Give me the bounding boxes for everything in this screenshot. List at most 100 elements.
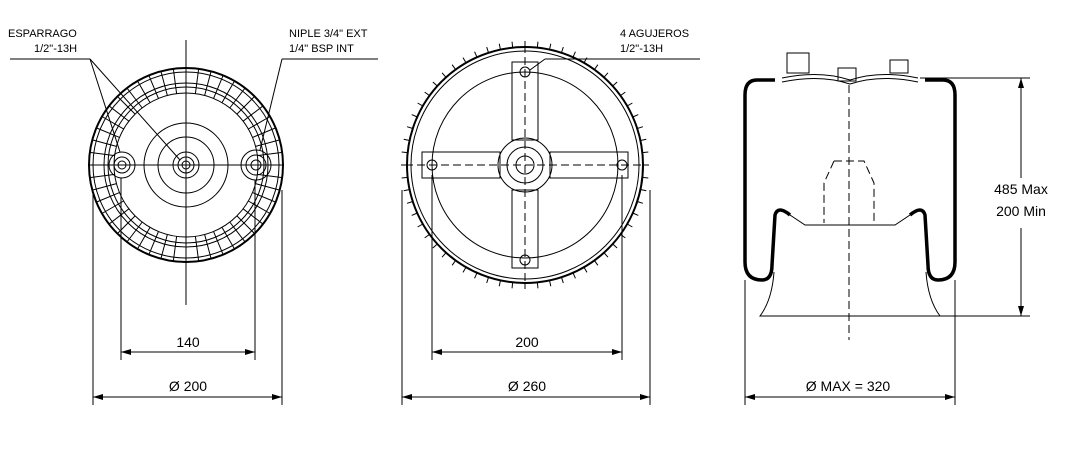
bumper-rib — [248, 116, 271, 130]
bumper-rib — [126, 221, 143, 243]
piston-tooth — [462, 57, 467, 64]
piston-tooth — [441, 252, 447, 258]
piston-tooth — [417, 102, 424, 107]
bumper-rib — [172, 68, 178, 94]
piston-tooth — [417, 223, 424, 228]
piston-tooth — [626, 102, 633, 107]
piston-tooth — [474, 272, 478, 279]
piston-tooth — [451, 260, 457, 266]
piston-tooth — [424, 233, 430, 239]
piston-tooth — [593, 64, 599, 70]
piston-tooth — [583, 266, 588, 273]
bumper-rib — [96, 192, 120, 203]
piston-tooth — [549, 280, 552, 287]
piston-tooth — [511, 282, 514, 289]
bumper-rib — [229, 87, 246, 109]
piston-tooth — [640, 189, 647, 192]
dim-top-diameter: Ø 200 — [169, 378, 207, 394]
piston-tooth — [403, 138, 410, 141]
piston-tooth — [536, 282, 539, 289]
piston-tooth — [637, 126, 644, 130]
bumper-rib — [213, 231, 224, 255]
dim-studs: 140 — [176, 334, 200, 350]
bumper-rib — [160, 71, 168, 96]
bumper-rib — [257, 151, 283, 157]
bumper-rib — [221, 80, 235, 103]
bumper-rib — [236, 215, 255, 234]
nipple-label-line1: NIPLE 3/4" EXT — [289, 28, 368, 40]
dim-holes: 200 — [515, 334, 539, 350]
piston-tooth — [474, 51, 478, 58]
piston-tooth — [511, 41, 514, 48]
piston-tooth — [583, 57, 588, 64]
bumper-rib — [213, 75, 224, 99]
piston-tooth — [403, 189, 410, 192]
bumper-rib — [172, 236, 178, 262]
bumper-rib — [194, 236, 200, 262]
bumper-rib — [92, 183, 117, 191]
bumper-rib — [117, 215, 136, 234]
bumper-rib — [117, 96, 136, 115]
piston-tooth — [642, 151, 649, 154]
piston-tooth — [560, 46, 564, 53]
bumper-rib — [255, 139, 280, 147]
piston-tooth — [432, 243, 438, 249]
bumper-rib — [89, 173, 115, 179]
bumper-rib — [236, 96, 255, 115]
bumper-rib — [137, 227, 151, 250]
nipple-label-line2: 1/4" BSP INT — [289, 43, 354, 55]
bumper-rib — [126, 87, 143, 109]
bumper-rib — [92, 139, 117, 147]
piston-tooth — [640, 138, 647, 141]
dim-height-min: 200 Min — [996, 203, 1046, 219]
stud-label-line2: 1/2"-13H — [34, 43, 77, 55]
bumper-rib — [160, 234, 168, 259]
holes-label-line1: 4 AGUJEROS — [620, 28, 689, 40]
piston-tooth — [572, 272, 576, 279]
dim-height-max: 485 Max — [994, 181, 1048, 197]
piston-tooth — [612, 81, 618, 87]
piston-tooth — [603, 252, 609, 258]
piston-tooth — [441, 72, 447, 78]
piston-tooth — [632, 212, 639, 216]
bumper-rib — [255, 183, 280, 191]
top-view — [10, 40, 378, 405]
piston-tooth — [486, 277, 490, 284]
piston-tooth — [632, 114, 639, 118]
bumper-rib — [89, 151, 115, 157]
piston-tooth — [642, 176, 649, 179]
piston-tooth — [401, 176, 408, 179]
piston-tooth — [451, 64, 457, 70]
piston-tooth — [486, 46, 490, 53]
piston-tooth — [603, 72, 609, 78]
bumper-rib — [101, 200, 124, 214]
piston-tooth — [620, 233, 626, 239]
bumper-rib — [221, 227, 235, 250]
bumper-rib — [96, 127, 120, 138]
piston-tooth — [406, 200, 413, 204]
stud-label-line1: ESPARRAGO — [8, 28, 77, 40]
bumper-rib — [204, 71, 212, 96]
dim-bottom-diameter: Ø 260 — [508, 378, 546, 394]
piston-tooth — [620, 91, 626, 97]
piston-tooth — [432, 81, 438, 87]
piston-tooth — [401, 151, 408, 154]
piston-tooth — [626, 223, 633, 228]
bumper-rib — [148, 75, 159, 99]
piston-tooth — [536, 41, 539, 48]
bottom-view — [401, 41, 700, 405]
bumper-rib — [101, 116, 124, 130]
piston-tooth — [498, 280, 501, 287]
piston-tooth — [560, 277, 564, 284]
bumper-rib — [257, 173, 283, 179]
piston-tooth — [498, 43, 501, 50]
piston-tooth — [593, 260, 599, 266]
piston-tooth — [637, 200, 644, 204]
piston-tooth — [572, 51, 576, 58]
piston-tooth — [411, 114, 418, 118]
dim-side-diameter: Ø MAX = 320 — [806, 378, 891, 394]
bumper-rib — [242, 105, 264, 122]
bumper-rib — [252, 127, 276, 138]
